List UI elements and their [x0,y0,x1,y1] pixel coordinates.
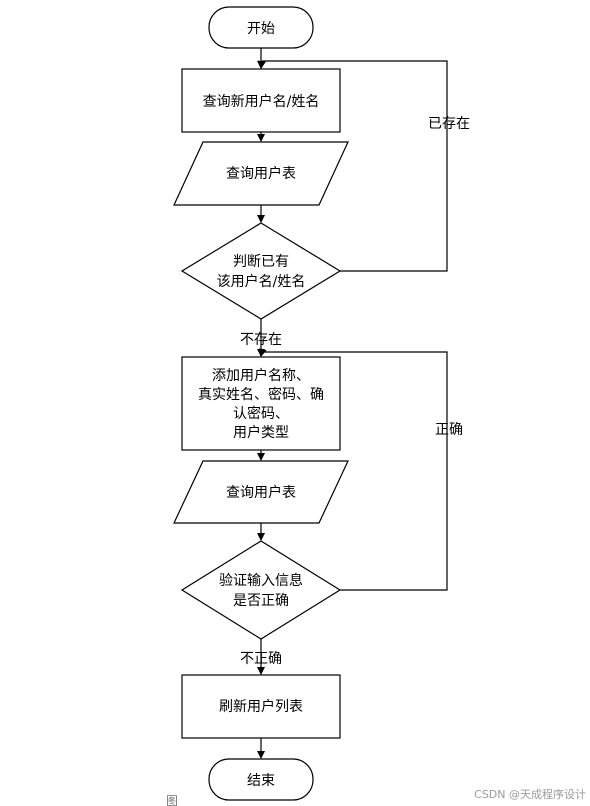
query-new-user-process [181,68,341,133]
query-user-table-label-1: 查询用户表 [226,165,296,182]
edge-label-correct: 正确 [435,422,463,438]
refresh-list-label: 刷新用户列表 [219,698,303,715]
end-terminator [208,758,314,801]
edge-label-exists: 已存在 [428,116,470,132]
judge-exists-label-line1: 判断已有 [233,254,289,270]
caption-fragment: 图 [166,794,178,806]
verify-decision [180,540,342,640]
query-user-table-io-1 [173,141,349,206]
add-user-process [181,356,341,451]
verify-label-line2: 是否正确 [233,593,289,609]
csdn-watermark: CSDN @天成程序设计 [474,787,586,801]
verify-label-line1: 验证输入信息 [219,572,303,589]
edge-correct-loop-arrow [258,348,267,357]
edge-label-incorrect: 不正确 [240,651,282,667]
add-user-label-line3: 认密码、 [233,405,289,422]
start-label: 开始 [247,21,275,37]
query-user-table-io-2 [173,460,349,524]
edge-correct-loop [262,351,448,591]
edge-label-not-exists: 不存在 [240,332,282,348]
add-user-label-line1: 添加用户名称、 [212,367,310,384]
judge-exists-label-line2: 该用户名/姓名 [217,273,306,290]
query-user-table-label-2: 查询用户表 [226,484,296,501]
judge-exists-decision [180,222,342,320]
refresh-list-process [181,674,341,739]
add-user-label-line4: 用户类型 [233,424,289,441]
add-user-label-line2: 真实姓名、密码、确 [198,386,324,403]
edge-exists-loop-arrow [258,60,266,69]
query-new-user-label: 查询新用户名/姓名 [203,93,320,110]
edge-exists-loop [262,60,448,272]
end-label: 结束 [247,773,275,789]
